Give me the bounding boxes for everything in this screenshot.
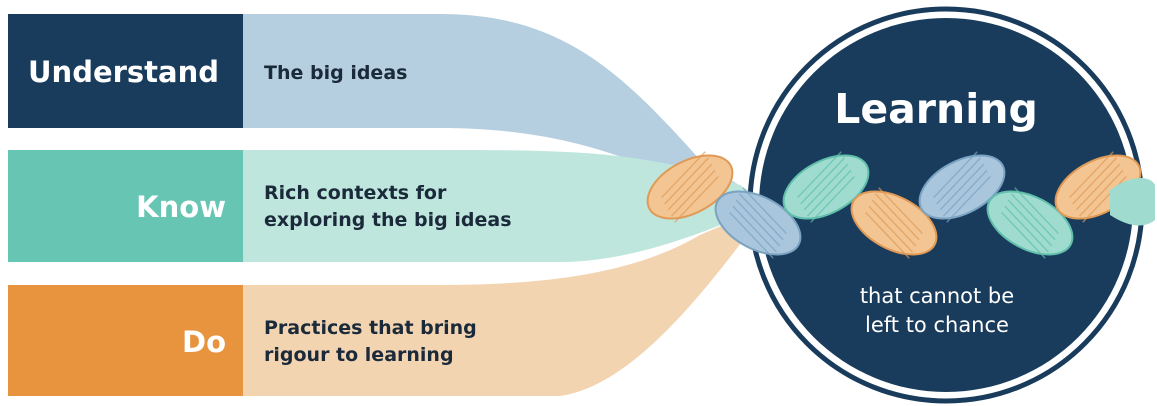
do-description-line-2: rigour to learning [264, 344, 454, 366]
do-label: Do [182, 325, 226, 359]
braid-segment-blue [714, 187, 802, 259]
braid-segment-blue [918, 151, 1006, 223]
braid-segment-teal [782, 151, 870, 223]
descriptions: The big ideas Rich contexts for explorin… [264, 62, 512, 366]
flow-bands [243, 14, 770, 396]
do-box [8, 285, 243, 396]
do-description-line-1: Practices that bring [264, 317, 477, 339]
know-flow-band [243, 150, 770, 262]
braid-segment-orange [646, 151, 734, 223]
braid [646, 151, 1155, 259]
braid-tail [1110, 178, 1155, 226]
know-description-line-1: Rich contexts for [264, 182, 447, 204]
braid-segment-orange [850, 187, 938, 259]
circle-subtitle-line-2: left to chance [865, 313, 1009, 337]
know-label: Know [136, 190, 226, 224]
circle-title: Learning [834, 85, 1038, 133]
know-box [8, 150, 243, 262]
circle-subtitle-line-1: that cannot be [860, 284, 1014, 308]
understand-label: Understand [28, 55, 219, 89]
braid-segment-teal [986, 187, 1074, 259]
know-description-line-2: exploring the big ideas [264, 209, 512, 231]
understand-box [8, 14, 243, 128]
understand-description: The big ideas [264, 62, 407, 84]
understand-flow-band [243, 14, 770, 205]
do-flow-band [243, 205, 770, 396]
label-boxes [8, 14, 243, 396]
